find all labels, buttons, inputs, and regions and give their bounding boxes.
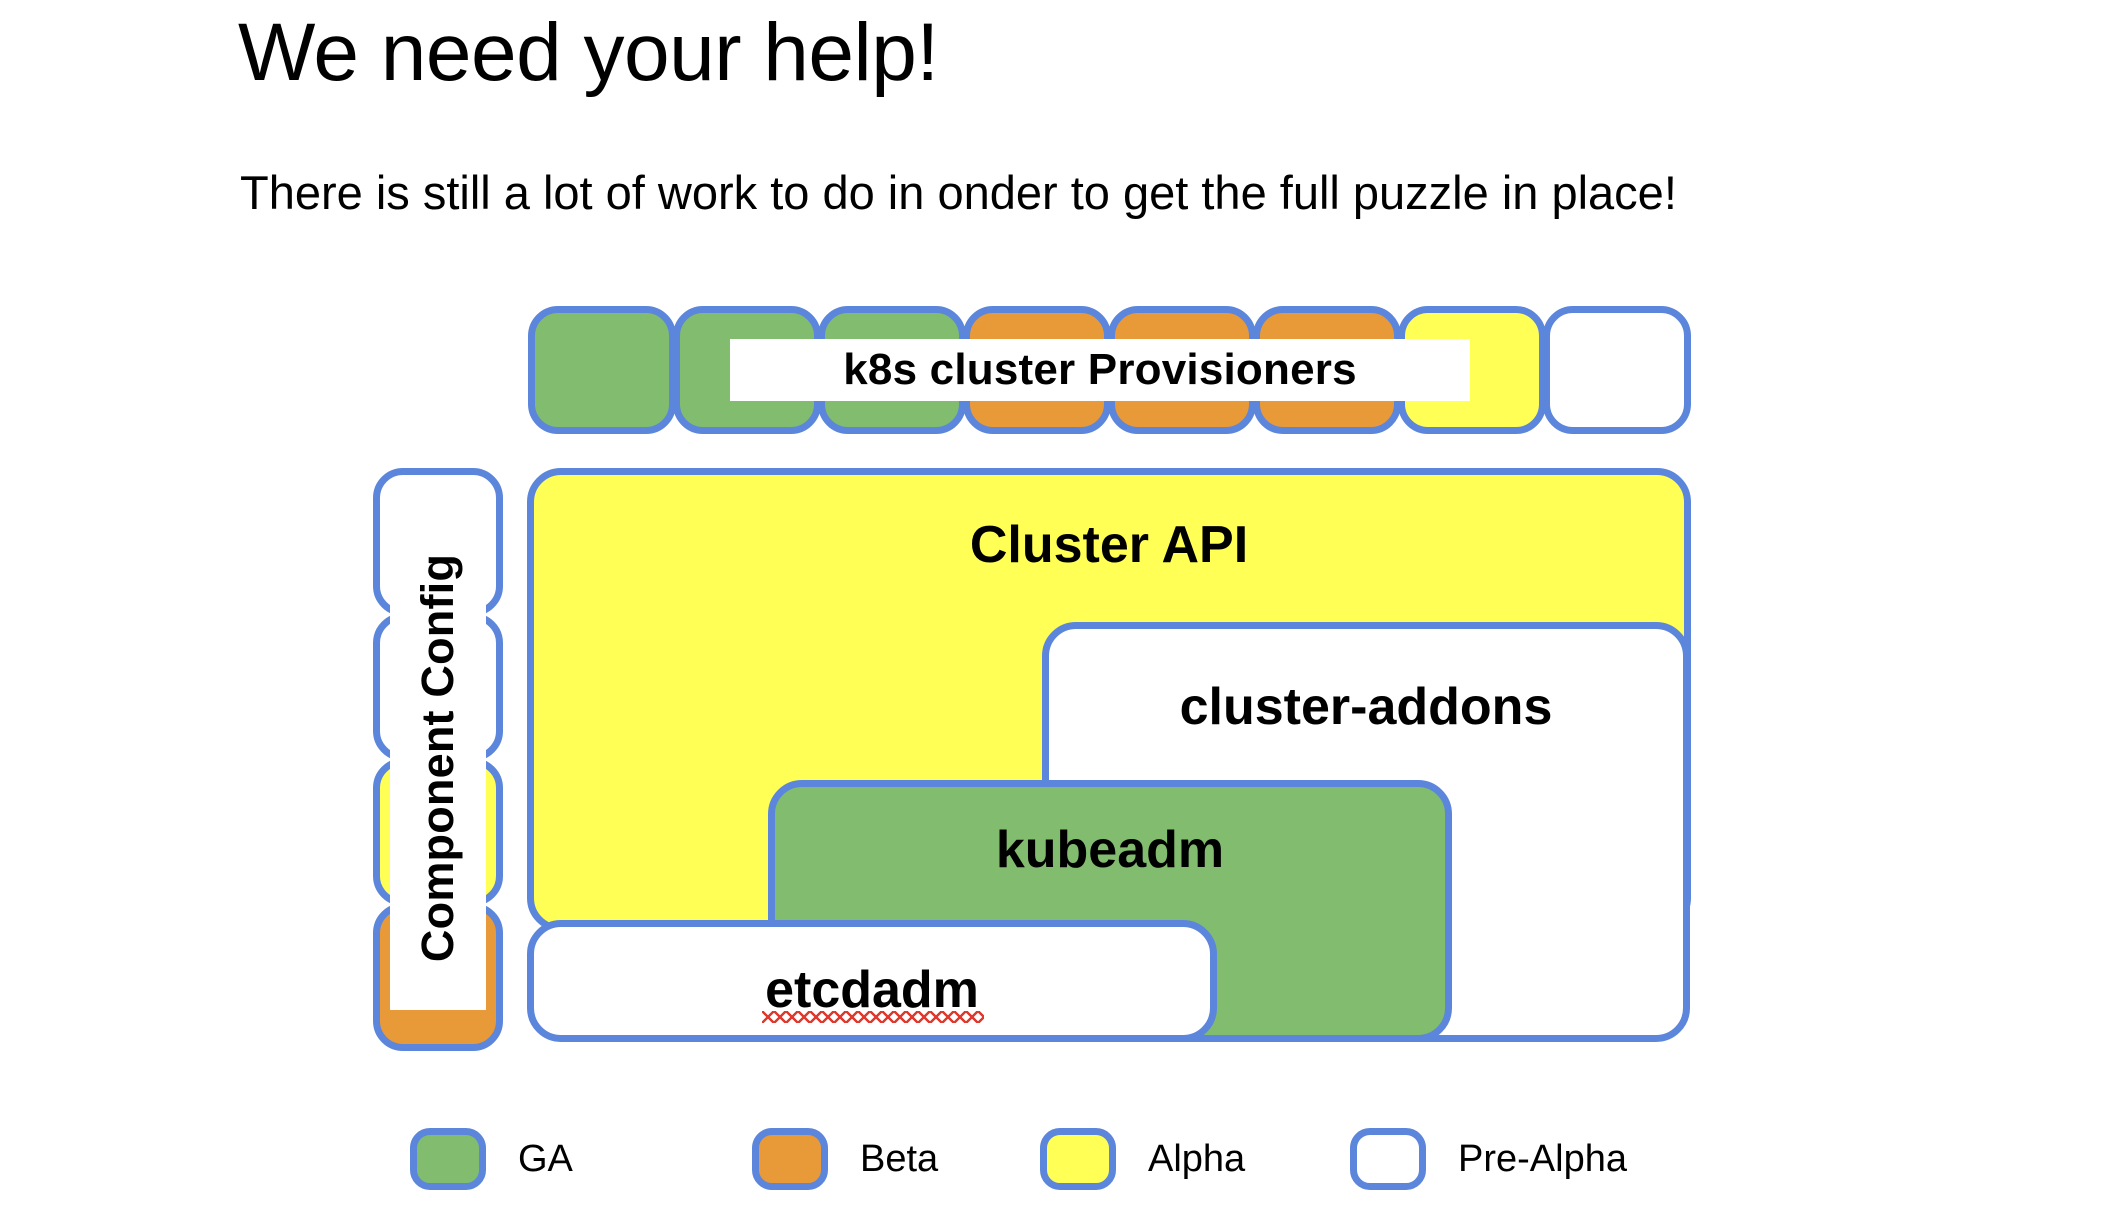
provisioner-tile-8[interactable]	[1543, 306, 1691, 434]
component-config-label: Component Config	[390, 506, 486, 1010]
legend-swatch-alpha	[1040, 1128, 1116, 1190]
legend-swatch-beta	[752, 1128, 828, 1190]
legend-swatch-ga	[410, 1128, 486, 1190]
page-subtitle: There is still a lot of work to do in on…	[240, 166, 1677, 219]
component-label-cluster-addons: cluster-addons	[1179, 678, 1553, 736]
spellcheck-underline-icon	[762, 1011, 984, 1023]
legend-label-prealpha: Pre-Alpha	[1458, 1137, 1627, 1180]
legend-item-beta: Beta	[752, 1128, 938, 1190]
legend-label-ga: GA	[518, 1137, 573, 1180]
legend-item-alpha: Alpha	[1040, 1128, 1245, 1190]
component-label-cluster-api: Cluster API	[969, 516, 1249, 574]
legend-label-beta: Beta	[860, 1137, 939, 1180]
provisioner-tile-1[interactable]	[528, 306, 676, 434]
legend-label-alpha: Alpha	[1148, 1137, 1246, 1180]
page-title: We need your help!	[238, 7, 939, 98]
component-label-kubeadm: kubeadm	[995, 821, 1225, 879]
legend-item-prealpha: Pre-Alpha	[1350, 1128, 1627, 1190]
component-label-etcdadm: etcdadm	[765, 961, 979, 1019]
legend-swatch-prealpha	[1350, 1128, 1426, 1190]
provisioner-row-label: k8s cluster Provisioners	[730, 339, 1470, 401]
legend-item-ga: GA	[410, 1128, 573, 1190]
component-config-label-text: Component Config	[412, 553, 463, 963]
